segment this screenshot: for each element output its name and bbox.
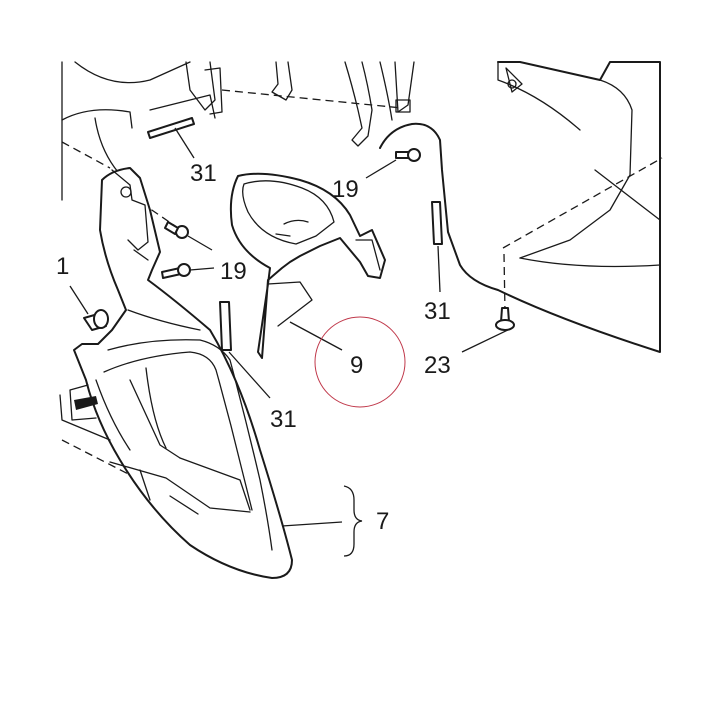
leader-lines (69, 127, 513, 527)
assembly-axis-lines (61, 89, 663, 481)
callout-1: 1 (56, 253, 69, 280)
highlight-ring (314, 316, 406, 408)
callout-23: 23 (424, 352, 451, 379)
callout-31-middle: 31 (270, 406, 297, 433)
upper-bracket-parts (271, 61, 415, 147)
strip-31-top (147, 117, 195, 139)
screw-19-upper-left (164, 221, 189, 239)
screw-19-left (161, 263, 191, 279)
callout-7: 7 (376, 508, 389, 535)
upper-left-body-panel (61, 61, 223, 201)
callout-31-right: 31 (424, 298, 451, 325)
inner-cover-part-9 (229, 172, 386, 359)
grommet-1 (83, 309, 109, 331)
callout-19-left: 19 (220, 258, 247, 285)
strip-31-right (431, 201, 443, 245)
right-side-panel (379, 61, 661, 353)
callout-9: 9 (350, 352, 363, 379)
strip-31-middle (219, 301, 232, 351)
bolt-23 (495, 307, 515, 331)
screw-19-top-right (395, 148, 421, 162)
lower-side-cover-part-7 (59, 167, 293, 579)
callout-31-top: 31 (190, 160, 217, 187)
brace-part-7 (343, 485, 363, 557)
callout-19-top-right: 19 (332, 176, 359, 203)
